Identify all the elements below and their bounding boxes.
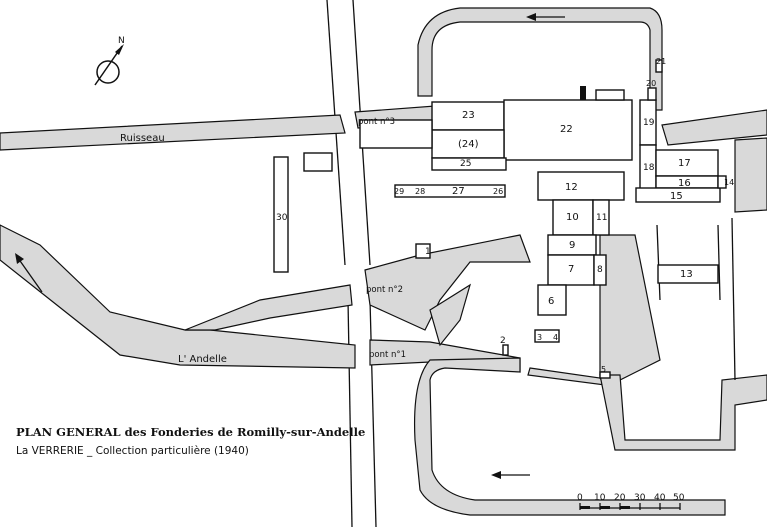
bldg-label-24: (24)	[458, 139, 479, 150]
building-2	[502, 344, 509, 356]
building-25	[431, 157, 507, 171]
building-14	[717, 175, 727, 189]
bldg-label-20: 20	[646, 79, 656, 88]
buildings	[273, 59, 727, 379]
north-label: N	[118, 36, 125, 46]
north-arrow: N	[94, 36, 125, 86]
building-11	[592, 199, 610, 236]
bldg-label-6: 6	[548, 296, 554, 307]
building-labels: 1 2 3 4 5 6 7 8 9 10 11 12 13 14 15 16 1…	[276, 57, 734, 374]
bldg-label-21: 21	[656, 57, 666, 66]
bldg-label-3: 3	[537, 333, 542, 342]
building-5	[599, 371, 611, 379]
bldg-label-30: 30	[276, 213, 288, 223]
building-1	[415, 243, 431, 259]
building-24	[431, 129, 505, 159]
bldg-label-28: 28	[415, 187, 425, 196]
andelle-label: L' Andelle	[178, 354, 227, 365]
building-21	[655, 59, 663, 73]
bldg-label-7: 7	[568, 264, 574, 275]
bldg-label-15: 15	[670, 191, 683, 202]
bldg-label-29: 29	[394, 187, 404, 196]
building-17	[655, 149, 719, 177]
building-22	[503, 99, 633, 161]
bldg-label-1: 1	[425, 247, 431, 257]
building-3-4	[534, 329, 560, 343]
bldg-label-11: 11	[596, 213, 607, 223]
bldg-label-27: 27	[452, 186, 465, 197]
building-30	[273, 156, 289, 273]
central-yard-roads	[364, 217, 767, 516]
building-20	[647, 87, 657, 101]
pont2-label: pont n°2	[366, 285, 403, 295]
ruisseau-label: Ruisseau	[120, 133, 165, 144]
bldg-label-9: 9	[569, 240, 575, 251]
flow-arrows	[15, 13, 565, 479]
scale-tick-30: 30	[634, 493, 646, 503]
bldg-label-10: 10	[566, 212, 579, 223]
pont1-label: pont n°1	[369, 350, 406, 360]
building-6	[537, 284, 567, 316]
scale-tick-10: 10	[594, 493, 606, 503]
bldg-label-22: 22	[560, 124, 573, 135]
upper-loop-road	[417, 7, 767, 213]
pont3-label: pont n°3	[358, 117, 395, 127]
scale-tick-40: 40	[654, 493, 666, 503]
building-12	[537, 171, 625, 201]
bldg-label-23: 23	[462, 110, 475, 121]
plan-subtitle: La VERRERIE _ Collection particulière (1…	[16, 445, 249, 457]
bldg-label-5: 5	[601, 365, 606, 374]
vertical-road-left	[326, 0, 377, 527]
bldg-label-14: 14	[724, 178, 734, 187]
building-13	[657, 264, 719, 284]
building-8	[593, 254, 607, 286]
plan-title: PLAN GENERAL des Fonderies de Romilly-su…	[16, 425, 365, 439]
scale-tick-50: 50	[673, 493, 685, 503]
building-10	[552, 199, 594, 236]
bldg-label-2: 2	[500, 336, 506, 346]
bldg-label-12: 12	[565, 182, 578, 193]
bldg-label-25: 25	[460, 159, 471, 169]
scale-tick-0: 0	[577, 493, 583, 503]
bldg-label-16: 16	[678, 178, 691, 189]
andelle-river	[0, 224, 521, 373]
bldg-label-26: 26	[493, 187, 503, 196]
bldg-label-18: 18	[643, 163, 655, 173]
bldg-label-17: 17	[678, 158, 691, 169]
building-27	[394, 184, 506, 198]
bldg-label-4: 4	[553, 333, 558, 342]
bldg-label-13: 13	[680, 269, 693, 280]
bldg-label-19: 19	[643, 118, 655, 128]
pont3-building	[359, 119, 433, 149]
building-15	[635, 187, 721, 203]
building-7	[547, 254, 595, 286]
bldg-label-8: 8	[597, 265, 603, 275]
scale-bar: 0 10 20 30 40 50	[577, 493, 685, 510]
scale-tick-20: 20	[614, 493, 626, 503]
